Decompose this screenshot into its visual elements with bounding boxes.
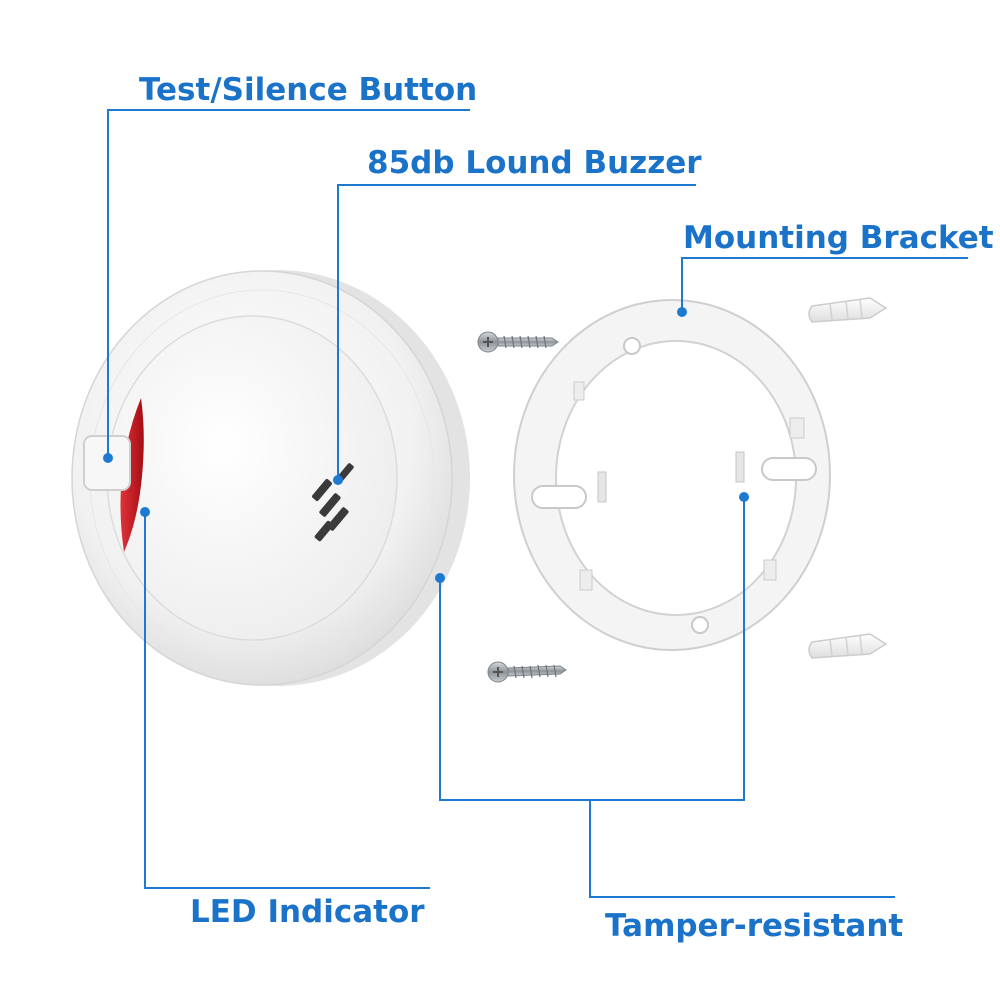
bracket-hole-top [623,337,641,355]
bracket-clip-1 [573,381,585,401]
mounting-bracket [513,299,831,651]
label-led-indicator: LED Indicator [190,894,425,930]
leader-tamper [589,800,895,898]
bracket-clip-3 [763,559,777,581]
screw-bottom [487,661,567,683]
label-buzzer: 85db Lound Buzzer [367,145,702,181]
leader-dots [103,307,749,583]
label-tamper-resistant: Tamper-resistant [605,908,904,944]
leader-test-silence [107,109,470,458]
leader-buzzer [337,184,696,480]
wall-anchor-bottom [808,633,888,659]
buzzer-grille [312,463,354,542]
leader-tamper-bracket [439,497,745,801]
wall-anchor-top [808,297,888,323]
leader-lines [107,109,968,898]
label-mounting-bracket: Mounting Bracket [683,220,994,256]
smoke-detector [71,270,470,686]
led-indicator-light [120,398,144,552]
bracket-tab-right [735,451,745,483]
screw-top [477,331,559,353]
bracket-clip-4 [579,569,593,591]
bracket-slot-left [531,485,587,509]
bracket-slot-right [761,457,817,481]
bracket-tab-left [597,471,607,503]
leader-mounting-bracket [681,257,968,312]
leader-led [144,512,430,889]
detector-face [106,315,398,641]
label-test-silence-button: Test/Silence Button [139,72,478,108]
bracket-clip-2 [789,417,805,439]
bracket-hole-bottom [691,616,709,634]
